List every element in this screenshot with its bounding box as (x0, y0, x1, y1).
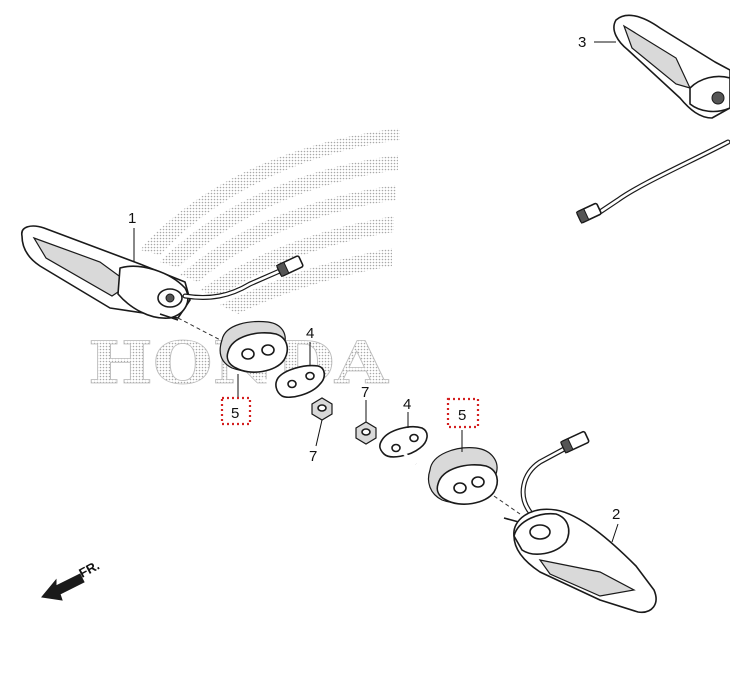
part-3-turn-signal-right-rear[interactable] (575, 14, 730, 224)
direction-arrow-icon (41, 573, 85, 601)
front-direction-indicator: FR. (41, 558, 102, 601)
callout-7-right[interactable]: 7 (361, 384, 369, 401)
callout-5-left[interactable]: 5 (231, 405, 239, 422)
part-2-turn-signal-right[interactable] (503, 430, 657, 614)
part-7-nut-left[interactable] (311, 397, 333, 447)
callout-2[interactable]: 2 (612, 506, 620, 523)
part-4-plate-left[interactable] (261, 364, 326, 399)
part-4-plate-right[interactable] (379, 412, 428, 466)
highlight-box-5-right (446, 397, 480, 429)
part-7-nut-right[interactable] (355, 400, 377, 445)
part-5-rubber-mount-right[interactable] (427, 430, 521, 515)
callout-1[interactable]: 1 (128, 210, 136, 227)
part-1-turn-signal-left[interactable] (21, 225, 304, 345)
highlight-box-5-left (220, 396, 252, 426)
callout-3[interactable]: 3 (578, 34, 586, 51)
callout-4-left[interactable]: 4 (306, 325, 314, 342)
callout-4-right[interactable]: 4 (403, 396, 411, 413)
part-5-rubber-mount-left[interactable] (219, 320, 289, 373)
callout-7-left[interactable]: 7 (309, 448, 317, 465)
callout-5-right[interactable]: 5 (458, 407, 466, 424)
